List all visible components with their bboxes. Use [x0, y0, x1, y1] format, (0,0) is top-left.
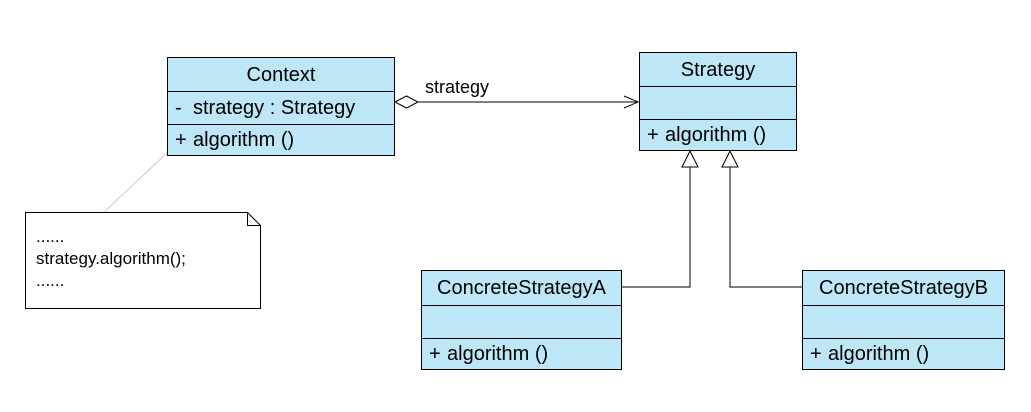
note-line-3: ......	[36, 271, 65, 290]
concrete-strategy-b-name: ConcreteStrategyB	[819, 277, 988, 299]
concrete-strategy-a-operation-algorithm: + algorithm ()	[429, 344, 548, 364]
context-class-name: Context	[246, 63, 316, 86]
visibility-public: +	[810, 343, 822, 365]
concrete-strategy-b-attributes	[803, 305, 1004, 338]
aggregation-association	[393, 95, 640, 109]
strategy-attributes	[640, 86, 796, 119]
operation-text: algorithm ()	[193, 129, 295, 151]
operation-text: algorithm ()	[447, 343, 549, 365]
association-role-label: strategy	[425, 77, 490, 97]
operation-text: algorithm ()	[665, 124, 767, 146]
concrete-strategy-b-class[interactable]: ConcreteStrategyB + algorithm ()	[802, 270, 1005, 370]
generalization-a	[622, 149, 699, 288]
strategy-class[interactable]: Strategy + algorithm ()	[639, 52, 797, 151]
concrete-strategy-a-class[interactable]: ConcreteStrategyA + algorithm ()	[421, 270, 622, 370]
note-outline	[25, 212, 261, 309]
strategy-operations: + algorithm ()	[640, 119, 796, 150]
attribute-text: strategy : Strategy	[193, 97, 356, 119]
code-note: ...... strategy.algorithm(); ......	[25, 212, 261, 309]
context-attributes: - strategy : Strategy	[168, 91, 394, 124]
operation-text: algorithm ()	[828, 343, 930, 365]
concrete-strategy-a-name: ConcreteStrategyA	[437, 277, 606, 299]
navigability-arrowhead	[623, 95, 640, 109]
generalization-triangle-b	[721, 149, 739, 168]
note-shape	[25, 212, 261, 309]
note-folded-corner	[247, 212, 261, 226]
concrete-strategy-b-operation-algorithm: + algorithm ()	[810, 344, 929, 364]
generalization-line-b	[729, 167, 802, 288]
generalization-triangle-a	[681, 149, 699, 168]
aggregation-diamond	[393, 95, 420, 109]
visibility-public: +	[429, 343, 441, 365]
strategy-class-name: Strategy	[680, 58, 756, 81]
context-attribute-strategy: - strategy : Strategy	[175, 98, 355, 118]
visibility-public: +	[175, 129, 187, 151]
concrete-strategy-a-operations: + algorithm ()	[422, 338, 621, 369]
context-operations: + algorithm ()	[168, 124, 394, 155]
context-operation-algorithm: + algorithm ()	[175, 130, 294, 150]
generalization-line-a	[622, 167, 691, 288]
context-class[interactable]: Context - strategy : Strategy + algorith…	[167, 57, 395, 156]
note-link-line	[99, 150, 170, 217]
visibility-private: -	[175, 97, 182, 119]
generalization-b	[721, 149, 802, 288]
note-line-1: ......	[36, 227, 65, 246]
strategy-operation-algorithm: + algorithm ()	[647, 125, 766, 145]
visibility-public: +	[647, 124, 659, 146]
concrete-strategy-b-operations: + algorithm ()	[803, 338, 1004, 369]
note-line-2: strategy.algorithm();	[36, 249, 186, 268]
concrete-strategy-a-attributes	[422, 305, 621, 338]
